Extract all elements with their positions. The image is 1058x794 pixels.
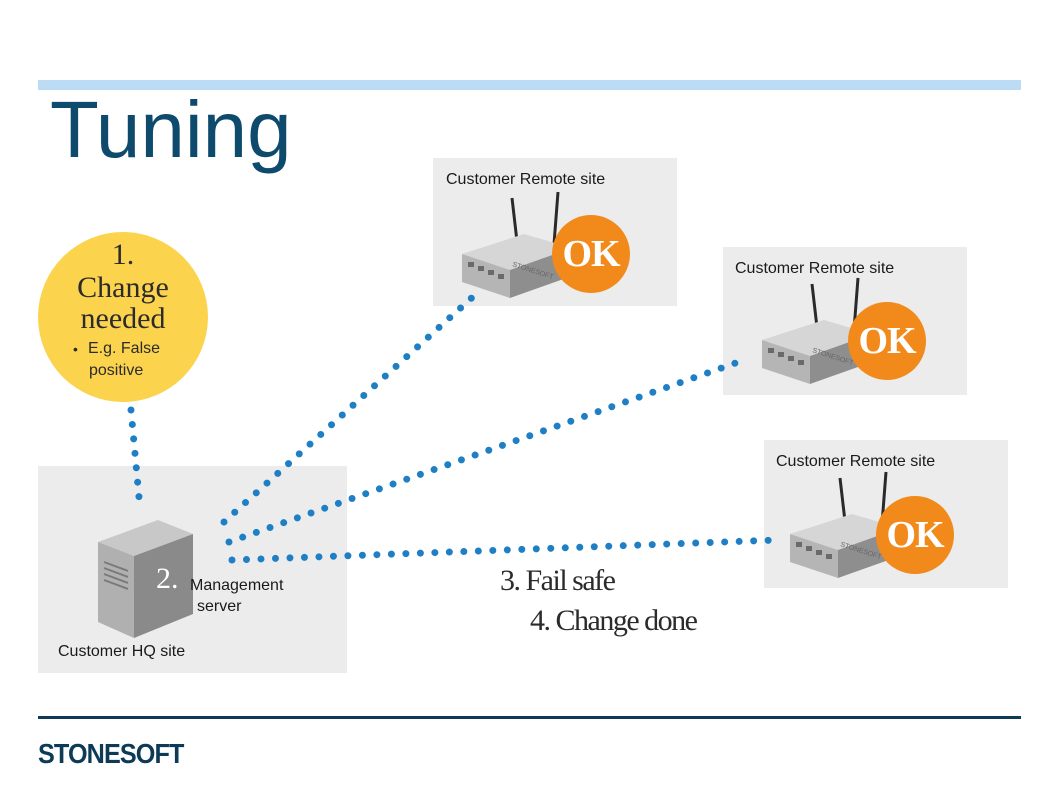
remote-appliance-2: STONESOFT OK (762, 277, 942, 388)
appliance-icon: STONESOFT (462, 191, 572, 298)
ok-badge-text: OK (858, 320, 916, 362)
change-bullet-dot: • (73, 341, 78, 357)
change-needed-bubble (38, 232, 208, 402)
ok-badge-text: OK (562, 233, 620, 275)
change-step-line1: Change (77, 271, 169, 304)
remote-site-label-3: Customer Remote site (776, 453, 936, 470)
remote-appliance-3: STONESOFT OK (790, 471, 970, 582)
ok-badge-text: OK (886, 514, 944, 556)
change-step-number: 1. (111, 238, 135, 271)
change-done-step: 4. Change done (530, 604, 698, 637)
change-bullet-line1: E.g. False (88, 340, 161, 357)
logo-text: STONESOFT (38, 738, 184, 769)
ok-badge: OK (552, 215, 630, 293)
remote-site-label-1: Customer Remote site (446, 171, 606, 188)
remote-appliance-1: STONESOFT OK (462, 191, 642, 302)
ok-badge: OK (848, 302, 926, 380)
footer-divider (38, 716, 1021, 719)
fail-safe-step: 3. Fail safe (500, 564, 616, 597)
server-icon (98, 520, 193, 638)
server-label-line2: server (197, 598, 242, 615)
stonesoft-logo: STONESOFT (38, 738, 200, 770)
connection-line-remote-3 (228, 536, 782, 564)
remote-site-label-2: Customer Remote site (735, 260, 895, 277)
connection-line-remote-1 (220, 290, 480, 526)
ok-badge: OK (876, 496, 954, 574)
header-accent-bar (38, 80, 1021, 90)
server-label-line1: Management (190, 577, 284, 594)
change-step-line2: needed (80, 302, 166, 335)
change-bullet-line2: positive (89, 362, 144, 379)
connection-line-remote-2 (225, 355, 751, 546)
hq-site-label: Customer HQ site (58, 643, 186, 660)
page-title: Tuning (50, 85, 292, 174)
connection-line-change (127, 406, 144, 512)
server-step-number: 2. (156, 562, 179, 595)
